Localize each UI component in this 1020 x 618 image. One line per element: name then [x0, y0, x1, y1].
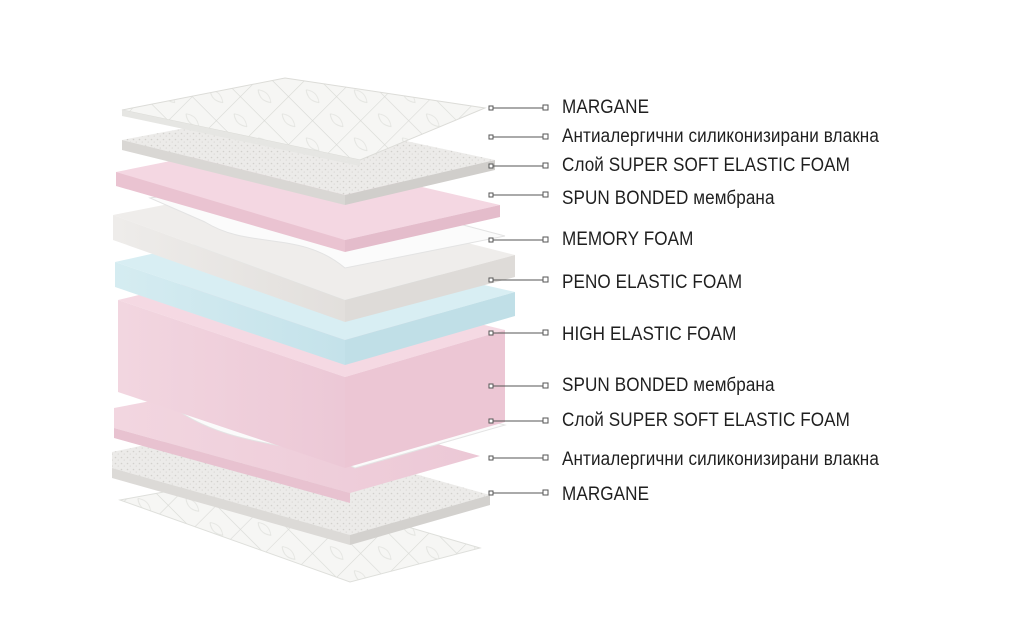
layer-label-super-soft-bottom: Слой SUPER SOFT ELASTIC FOAM	[562, 410, 850, 431]
leader-1	[488, 104, 549, 111]
layer-label-margane-top: MARGANE	[562, 97, 650, 118]
leader-6	[488, 276, 549, 283]
layer-label-high-elastic: HIGH ELASTIC FOAM	[562, 324, 737, 345]
layer-top-quilt	[121, 77, 487, 166]
leader-10	[488, 454, 549, 461]
leader-9	[488, 417, 549, 424]
leader-2	[488, 133, 549, 140]
leader-4	[488, 191, 549, 198]
layer-label-spun-bonded-top: SPUN BONDED мембрана	[562, 188, 775, 209]
leader-lines	[488, 104, 549, 496]
layer-label-fiber-bottom: Антиалергични силиконизирани влакна	[562, 449, 879, 470]
layer-label-peno-elastic: PENO ELASTIC FOAM	[562, 272, 743, 293]
leader-3	[488, 162, 549, 169]
layer-label-fiber-top: Антиалергични силиконизирани влакна	[562, 126, 879, 147]
layer-label-margane-bottom: MARGANE	[562, 484, 650, 505]
leader-5	[488, 236, 549, 243]
leader-7	[488, 329, 549, 336]
leader-11	[488, 489, 549, 496]
layer-label-spun-bonded-bottom: SPUN BONDED мембрана	[562, 375, 775, 396]
layer-label-memory-foam: MEMORY FOAM	[562, 229, 694, 250]
layer-label-super-soft-top: Слой SUPER SOFT ELASTIC FOAM	[562, 155, 850, 176]
leader-8	[488, 382, 549, 389]
